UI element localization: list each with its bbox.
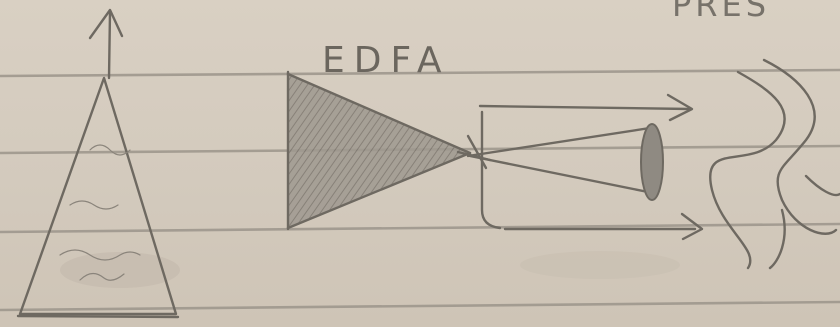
rule-line (0, 300, 840, 312)
paper-smudges (60, 251, 680, 288)
amplifier-triangle (286, 70, 472, 231)
output-bracket (478, 104, 697, 231)
ruled-lines (0, 68, 840, 312)
corner-text: PRES (672, 0, 770, 24)
right-arrow-icon-top (666, 93, 694, 122)
edfa-label: EDFA (322, 40, 451, 81)
wavy-fiber-icon (709, 58, 840, 270)
focus-cone (456, 126, 652, 194)
up-arrow-icon (88, 8, 124, 80)
source-triangle (16, 76, 180, 319)
rule-line (0, 68, 840, 78)
lens-icon (640, 123, 664, 201)
right-arrow-icon-bottom (680, 212, 704, 241)
rule-line (0, 222, 840, 234)
